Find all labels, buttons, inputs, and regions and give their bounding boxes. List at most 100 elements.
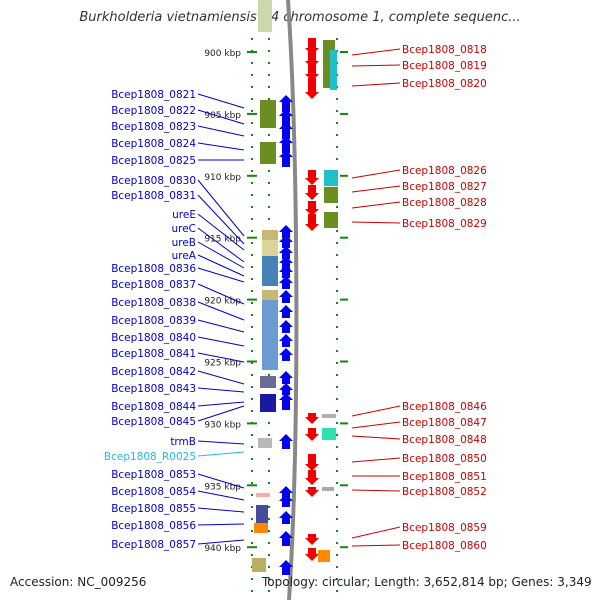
minus-strand-gene-arrow[interactable] [305,534,319,545]
plus-strand-gene-arrow[interactable] [279,560,293,575]
plus-strand-gene-arrow[interactable] [279,109,293,126]
plus-strand-gene-arrow[interactable] [279,225,293,238]
minus-strand-gene-arrow[interactable] [305,413,319,424]
plus-strand-gene-arrow[interactable] [279,334,293,347]
gene-label-left[interactable]: Bcep1808_0842 [111,366,196,378]
gene-label-left[interactable]: ureE [172,209,196,221]
ruler-label: 935 kbp [204,482,241,492]
plus-strand-gene-arrow[interactable] [279,494,293,507]
protein-family-block [318,550,330,562]
minus-strand-gene-arrow[interactable] [305,214,319,231]
minus-strand-gene-arrow[interactable] [305,487,319,497]
minus-strand-gene-arrow[interactable] [305,170,319,185]
minus-strand-gene-arrow[interactable] [305,201,319,216]
gene-label-right[interactable]: Bcep1808_0852 [402,486,487,498]
gene-label-left[interactable]: Bcep1808_0837 [111,279,196,291]
label-leader-line [197,523,245,526]
minus-strand-gene-arrow[interactable] [305,470,319,485]
plus-strand-gene-arrow[interactable] [279,265,293,278]
gene-label-left[interactable]: Bcep1808_0821 [111,89,196,101]
gene-label-left[interactable]: Bcep1808_0838 [111,297,196,309]
gene-label-right[interactable]: Bcep1808_0851 [402,471,487,483]
plus-strand-gene-arrow[interactable] [279,95,293,112]
gene-label-left[interactable]: Bcep1808_0822 [111,105,196,117]
minus-strand-gene-arrow[interactable] [305,51,319,68]
gene-label-right[interactable]: Bcep1808_0826 [402,165,487,177]
plus-strand-gene-arrow[interactable] [279,122,293,139]
gene-label-right[interactable]: Bcep1808_0829 [402,218,487,230]
label-leader-line [351,185,401,193]
gene-label-left[interactable]: Bcep1808_0839 [111,315,196,327]
gene-label-left[interactable]: Bcep1808_0824 [111,138,196,150]
plus-strand-gene-arrow[interactable] [279,371,293,384]
plus-strand-gene-arrow[interactable] [279,235,293,248]
gene-label-left[interactable]: Bcep1808_0841 [111,348,196,360]
plus-strand-gene-arrow[interactable] [279,320,293,333]
plus-strand-gene-arrow[interactable] [279,276,293,289]
plus-strand-gene-arrow[interactable] [279,434,293,449]
gene-label-left[interactable]: Bcep1808_0825 [111,155,196,167]
gene-label-left[interactable]: ureB [172,237,196,249]
gene-label-right[interactable]: Bcep1808_0848 [402,434,487,446]
minus-strand-gene-arrow[interactable] [305,64,319,81]
gene-label-left[interactable]: Bcep1808_0853 [111,469,196,481]
label-leader-line [351,64,401,67]
gene-label-left[interactable]: Bcep1808_0845 [111,416,196,428]
plus-strand-gene-arrow[interactable] [279,393,293,410]
minus-strand-gene-arrow[interactable] [305,548,319,561]
gene-label-left[interactable]: ureA [172,250,197,262]
plus-strand-gene-arrow[interactable] [279,246,293,259]
gene-label-left[interactable]: Bcep1808_0857 [111,539,196,551]
label-leader-line [197,93,245,109]
gene-label-left[interactable]: Bcep1808_0843 [111,383,196,395]
gene-label-right[interactable]: Bcep1808_0846 [402,401,487,413]
gene-label-right[interactable]: Bcep1808_0850 [402,453,487,465]
gene-label-right[interactable]: Bcep1808_0827 [402,181,487,193]
gene-label-left[interactable]: Bcep1808_0844 [111,401,196,413]
minus-strand-gene-arrow[interactable] [305,428,319,441]
gene-label-right[interactable]: Bcep1808_0828 [402,197,487,209]
plus-strand-gene-arrow[interactable] [279,383,293,395]
protein-family-block [324,212,338,228]
label-leader-line [197,440,245,445]
protein-family-block [330,50,337,90]
plus-strand-gene-arrow[interactable] [279,511,293,524]
gene-label-right[interactable]: Bcep1808_0859 [402,522,487,534]
gene-label-right[interactable]: Bcep1808_0818 [402,44,487,56]
gene-label-left[interactable]: Bcep1808_0856 [111,520,196,532]
minus-strand-gene-arrow[interactable] [305,454,319,471]
plus-strand-gene-arrow[interactable] [279,486,293,499]
gene-label-right[interactable]: Bcep1808_0820 [402,78,487,90]
protein-family-block [262,256,278,286]
plus-strand-gene-arrow[interactable] [279,531,293,546]
gene-label-right[interactable]: Bcep1808_0860 [402,540,487,552]
gene-label-left[interactable]: Bcep1808_0840 [111,332,196,344]
gene-label-left[interactable]: Bcep1808_0855 [111,503,196,515]
gene-label-left[interactable]: Bcep1808_R0025 [104,451,196,463]
minus-strand-gene-arrow[interactable] [305,185,319,200]
plus-strand-gene-arrow[interactable] [279,136,293,153]
protein-family-block [254,523,268,533]
plus-strand-gene-arrow[interactable] [279,290,293,303]
protein-family-block [262,230,278,240]
gene-label-left[interactable]: Bcep1808_0823 [111,121,196,133]
gene-label-left[interactable]: Bcep1808_0836 [111,263,196,275]
minus-strand-gene-arrow[interactable] [305,78,319,99]
gene-label-left[interactable]: Bcep1808_0830 [111,175,196,187]
plus-strand-gene-arrow[interactable] [279,305,293,318]
gene-label-left[interactable]: Bcep1808_0854 [111,486,196,498]
gene-label-left[interactable]: ureC [171,223,196,235]
label-leader-line [197,142,245,151]
protein-family-block [322,428,336,440]
gene-label-right[interactable]: Bcep1808_0847 [402,417,487,429]
gene-label-left[interactable]: trmB [170,436,196,448]
plus-strand-gene-arrow[interactable] [279,256,293,269]
plus-strand-gene-arrow[interactable] [279,348,293,361]
gene-label-right[interactable]: Bcep1808_0819 [402,60,487,72]
label-leader-line [197,405,245,422]
label-leader-line [197,352,245,363]
minus-strand-gene-arrow[interactable] [305,38,319,55]
gene-label-left[interactable]: Bcep1808_0831 [111,190,196,202]
plus-strand-gene-arrow[interactable] [279,150,293,167]
